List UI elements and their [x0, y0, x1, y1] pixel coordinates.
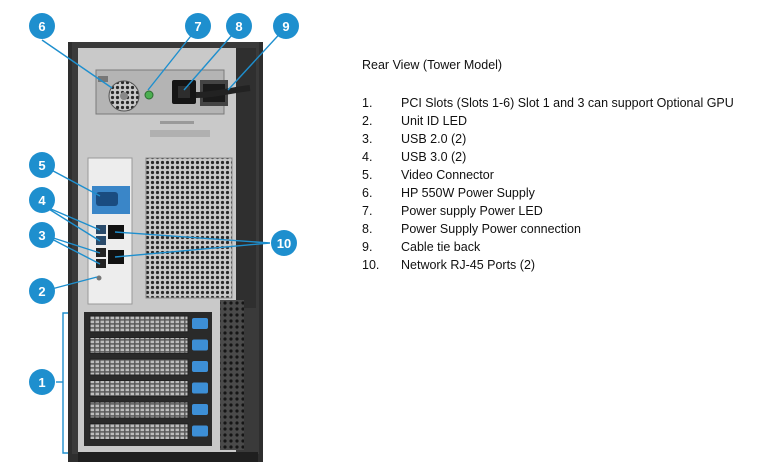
legend-item-number: 6.: [362, 186, 373, 200]
pci-slots: [84, 312, 212, 446]
pci-slot: [89, 315, 208, 333]
legend-item: 3. USB 2.0 (2): [362, 130, 734, 148]
callout-6: 6: [29, 13, 55, 39]
svg-text:4: 4: [38, 193, 46, 208]
pci-latch: [192, 382, 208, 394]
pci-latch: [192, 404, 208, 415]
legend-item-label: Cable tie back: [401, 240, 481, 254]
svg-text:3: 3: [38, 228, 45, 243]
usb3-port-b: [96, 236, 106, 245]
legend-item-label: PCI Slots (Slots 1-6) Slot 1 and 3 can s…: [401, 96, 734, 110]
legend-item-number: 3.: [362, 132, 373, 146]
svg-text:10: 10: [277, 236, 291, 251]
legend-item-number: 2.: [362, 114, 373, 128]
callout-2: 2: [29, 278, 55, 304]
callout-3: 3: [29, 222, 55, 248]
legend-item-label: Network RJ-45 Ports (2): [401, 258, 536, 272]
legend-item-label: Power supply Power LED: [401, 204, 543, 218]
legend-item-number: 1.: [362, 96, 373, 110]
usb3-port-a: [96, 225, 106, 234]
pci-slot: [89, 337, 208, 354]
svg-text:8: 8: [235, 19, 242, 34]
svg-text:7: 7: [194, 19, 201, 34]
server-rear-diagram: 6 7 8 9 5 4 3 10 2 1: [29, 13, 299, 462]
side-vent: [220, 300, 244, 450]
svg-text:1: 1: [38, 375, 45, 390]
callout-4: 4: [29, 187, 55, 213]
legend-item: 6. HP 550W Power Supply: [362, 184, 734, 202]
legend-item: 10. Network RJ-45 Ports (2): [362, 256, 734, 274]
svg-text:6: 6: [38, 19, 45, 34]
legend-item-label: Power Supply Power connection: [401, 222, 581, 236]
pci-slot: [89, 423, 208, 440]
legend-item-number: 9.: [362, 240, 373, 254]
legend-item: 5. Video Connector: [362, 166, 734, 184]
legend-item-number: 8.: [362, 222, 373, 236]
pci-slot: [89, 358, 208, 376]
legend-item-label: Unit ID LED: [401, 114, 467, 128]
pci-slot: [89, 401, 208, 419]
pci-latch: [192, 425, 208, 437]
callout-1: 1: [29, 369, 55, 395]
legend-item-label: USB 2.0 (2): [401, 132, 467, 146]
legend-item-label: Video Connector: [401, 168, 494, 182]
legend-item-number: 4.: [362, 150, 373, 164]
legend-item: 9. Cable tie back: [362, 238, 734, 256]
legend-item-label: USB 3.0 (2): [401, 150, 467, 164]
legend-item-label: HP 550W Power Supply: [401, 186, 535, 200]
pci-latch: [192, 318, 208, 329]
legend-list: 1. PCI Slots (Slots 1-6) Slot 1 and 3 can…: [362, 94, 734, 274]
io-panel: [87, 157, 133, 305]
pci-latch: [192, 339, 208, 351]
svg-text:5: 5: [38, 158, 45, 173]
pci-slot: [89, 380, 208, 397]
legend-item: 1. PCI Slots (Slots 1-6) Slot 1 and 3 can…: [362, 94, 734, 112]
callout-8: 8: [226, 13, 252, 39]
callout-7: 7: [185, 13, 211, 39]
legend-item: 4. USB 3.0 (2): [362, 148, 734, 166]
legend-item: 7. Power supply Power LED: [362, 202, 734, 220]
usb2-port-a: [96, 248, 106, 257]
psu-power-led: [144, 90, 154, 100]
legend-item-number: 7.: [362, 204, 373, 218]
svg-text:2: 2: [38, 284, 45, 299]
usb2-port-b: [96, 259, 106, 268]
pci-latch: [192, 361, 208, 372]
callout-10: 10: [271, 230, 297, 256]
legend-item: 8. Power Supply Power connection: [362, 220, 734, 238]
legend-title: Rear View (Tower Model): [362, 58, 503, 72]
svg-text:9: 9: [282, 19, 289, 34]
legend: Rear View (Tower Model) 1. PCI Slots (Slo…: [362, 58, 734, 274]
callout-5: 5: [29, 152, 55, 178]
legend-item-number: 5.: [362, 168, 373, 182]
vga-port: [96, 192, 118, 206]
callout-9: 9: [273, 13, 299, 39]
legend-item: 2. Unit ID LED: [362, 112, 734, 130]
legend-item-number: 10.: [362, 258, 380, 272]
uid-led: [96, 275, 102, 281]
power-cable: [195, 85, 251, 98]
rear-fan-vent: [145, 157, 233, 299]
